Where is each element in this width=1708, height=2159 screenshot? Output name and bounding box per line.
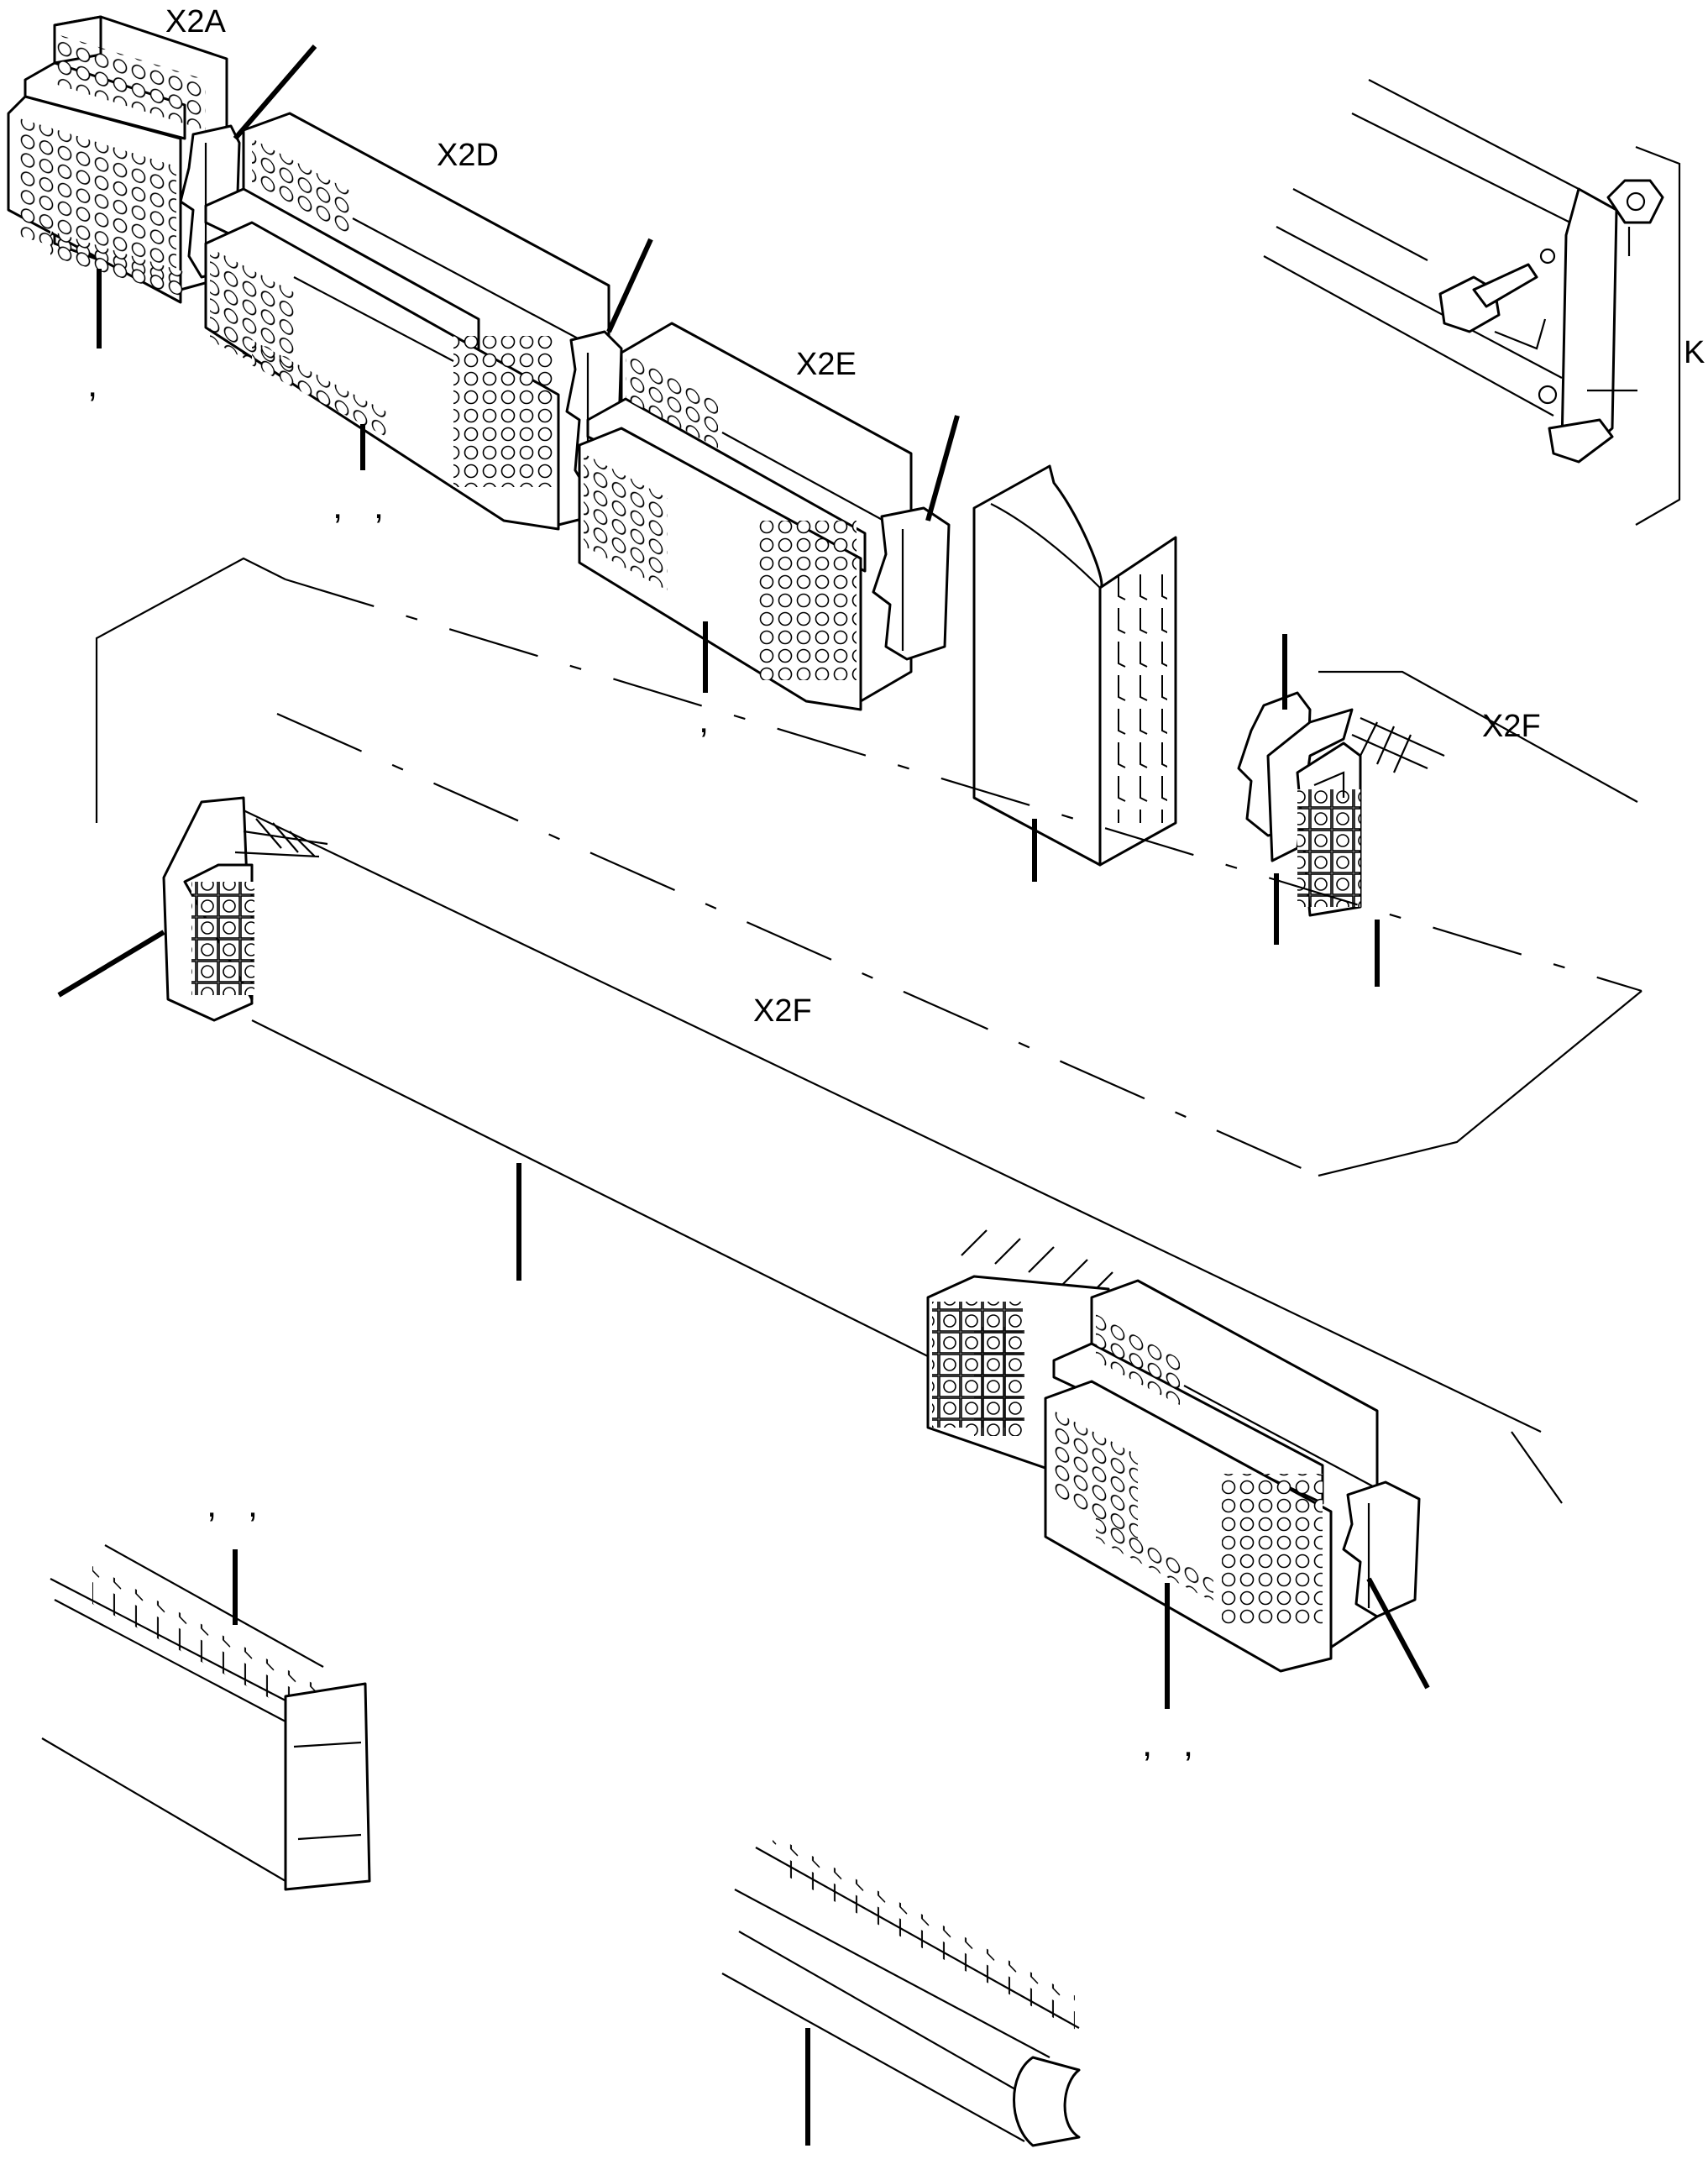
end-clamp-lower (1342, 1480, 1421, 1618)
label-x2e: X2E (796, 347, 857, 382)
din-rail (721, 1835, 1081, 2147)
bolt-icon (1438, 263, 1538, 333)
callout-mark-lower-module: , , (1142, 1723, 1193, 1764)
leader-x2a-clamp (233, 45, 317, 140)
label-x2f-lower: X2F (753, 993, 812, 1029)
leader-lower-clamp (1366, 1577, 1430, 1690)
terminal-module-x2d (204, 112, 610, 531)
terminal-module-x2a (7, 15, 228, 304)
terminal-module-x2e (578, 322, 913, 711)
nut-icon (1606, 179, 1664, 224)
label-x2d: X2D (437, 138, 499, 173)
label-x2a: X2A (165, 4, 226, 39)
label-x2f-upper: X2F (1482, 709, 1541, 744)
duct-cover-panel (972, 464, 1177, 867)
long-terminal-strip-x2f (162, 796, 1563, 1504)
callout-mark-x2d: , , (333, 485, 384, 527)
leader-x2d-clamp (606, 238, 653, 333)
dashed-mounting-outline (95, 557, 1643, 1177)
end-clamp-x2e (872, 506, 951, 661)
callout-mark-x2a: , (87, 364, 97, 405)
wiring-duct (41, 1544, 371, 1891)
rail-bracket-detail (1263, 79, 1681, 526)
leader-x2e-clamp (925, 415, 960, 521)
label-k: K (1684, 335, 1705, 370)
callout-mark-din-rail: , (801, 2149, 811, 2159)
callout-mark-x2e: , (699, 700, 709, 741)
leader-x2f-strip (57, 930, 165, 998)
callout-mark-duct: , , (207, 1484, 258, 1525)
lower-terminal-assembly (926, 1229, 1379, 1673)
terminal-unit-x2f-small (1237, 691, 1445, 917)
